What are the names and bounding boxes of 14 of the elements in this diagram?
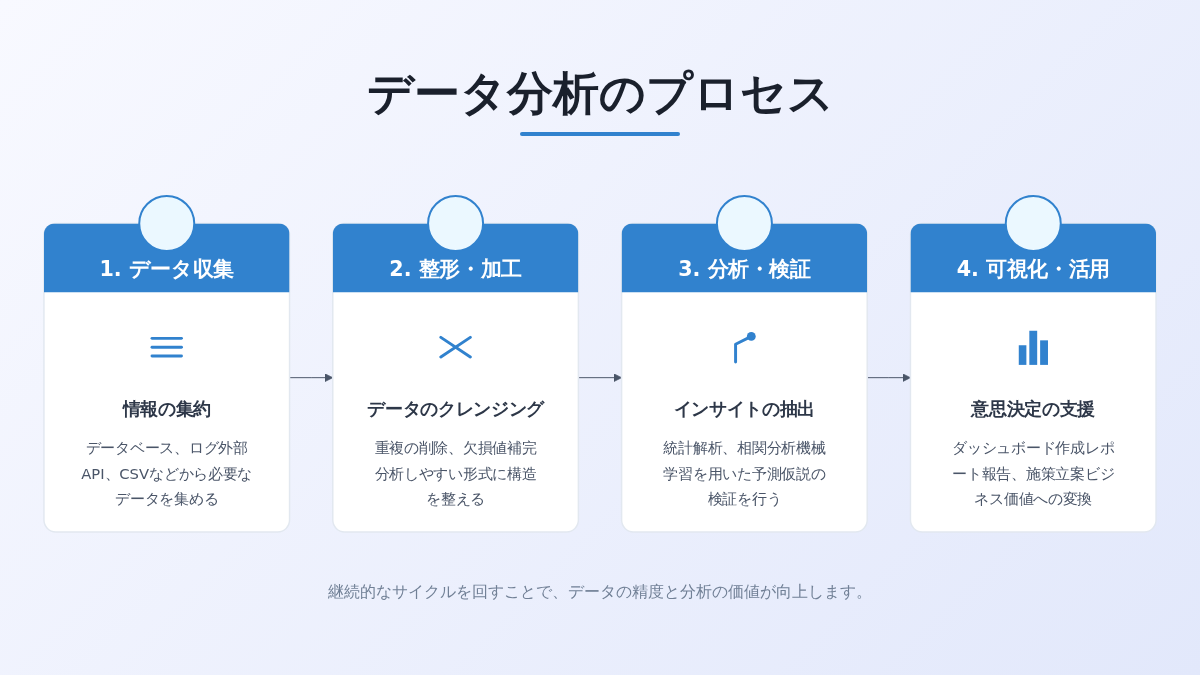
step-description: 重複の削除、欠損値補完分析しやすい形式に構造を整える	[373, 438, 538, 511]
title: データ分析のプロセス	[366, 65, 834, 122]
step-heading: データのクレンジング	[367, 397, 544, 421]
step-header: 3. 分析・検証	[621, 223, 868, 293]
step-description: ダッシュボード作成レポート報告、施策立案ビジネス価値への変換	[951, 438, 1116, 511]
step-heading: 意思決定の支援	[971, 397, 1096, 421]
step-heading: 情報の集約	[122, 397, 211, 421]
step-description: データベース、ログ外部API、CSVなどから必要なデータを集める	[80, 438, 254, 511]
step-header: 1. データ収集	[43, 223, 290, 293]
caption: 継続的なサイクルを回すことで、データの精度と分析の価値が向上します。	[328, 581, 872, 603]
step-heading: インサイトの抽出	[673, 397, 816, 421]
step-header: 2. 整形・加工	[332, 223, 579, 293]
step-description: 統計解析、相関分析機械学習を用いた予測仮説の検証を行う	[662, 438, 827, 511]
step-header: 4. 可視化・活用	[910, 223, 1157, 293]
